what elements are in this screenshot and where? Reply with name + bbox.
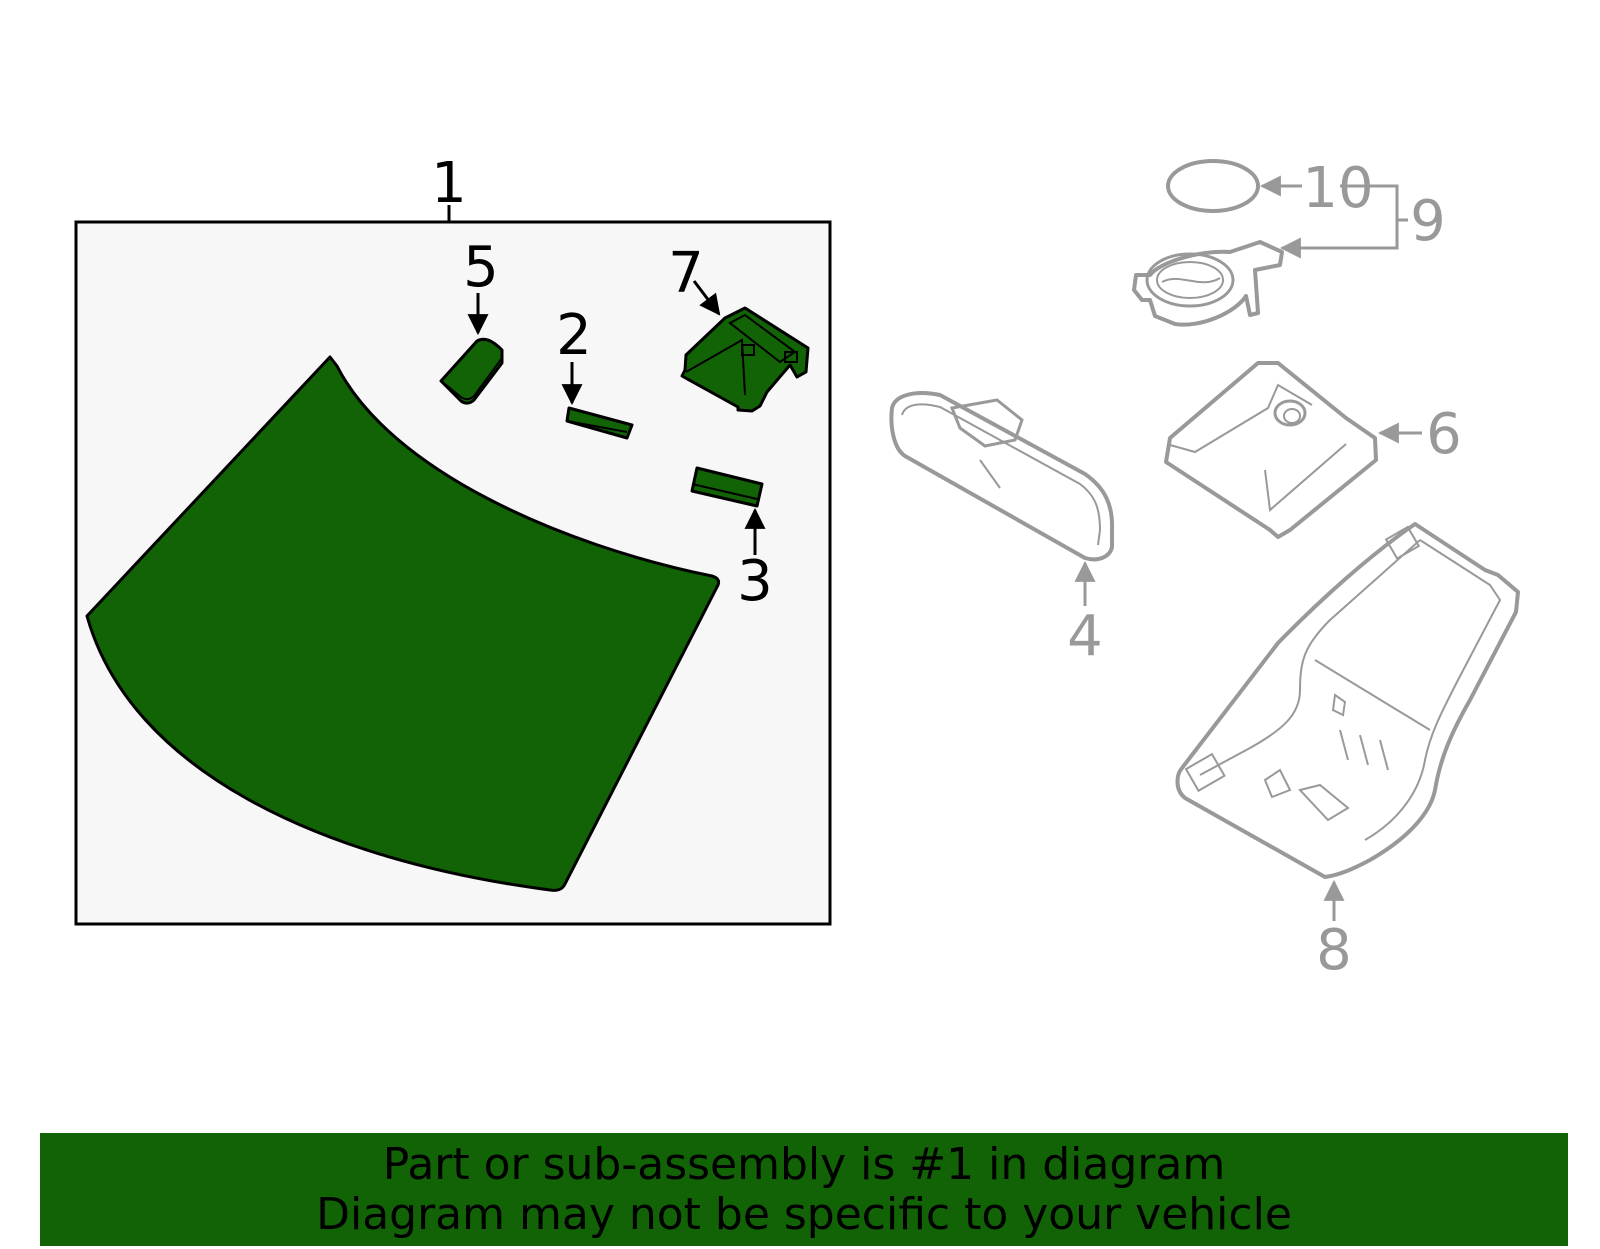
callout-8: 8	[1316, 918, 1352, 983]
callout-6: 6	[1426, 402, 1462, 467]
windshield-part[interactable]	[85, 355, 721, 892]
callout-4: 4	[1067, 604, 1103, 669]
part-10-ring[interactable]	[1166, 159, 1302, 213]
part-9-mount[interactable]	[1132, 184, 1408, 327]
part-2[interactable]	[561, 362, 634, 440]
banner-line-2: Diagram may not be specific to your vehi…	[316, 1188, 1292, 1240]
callout-3: 3	[737, 549, 773, 614]
banner-line-1: Part or sub-assembly is #1 in diagram	[382, 1138, 1226, 1190]
callout-9: 9	[1410, 189, 1446, 254]
part-8-base[interactable]	[1175, 522, 1520, 921]
part-7[interactable]	[680, 280, 810, 413]
callout-1: 1	[431, 151, 467, 216]
callout-10: 10	[1302, 156, 1373, 221]
part-5[interactable]	[439, 293, 504, 405]
part-3[interactable]	[690, 466, 766, 555]
callout-7: 7	[668, 241, 704, 306]
callout-5: 5	[463, 235, 499, 300]
callout-2: 2	[556, 303, 592, 368]
part-6-sensor[interactable]	[1164, 361, 1422, 539]
part-4-mirror[interactable]	[889, 391, 1115, 606]
info-banner: Part or sub-assembly is #1 in diagram Di…	[40, 1133, 1568, 1246]
